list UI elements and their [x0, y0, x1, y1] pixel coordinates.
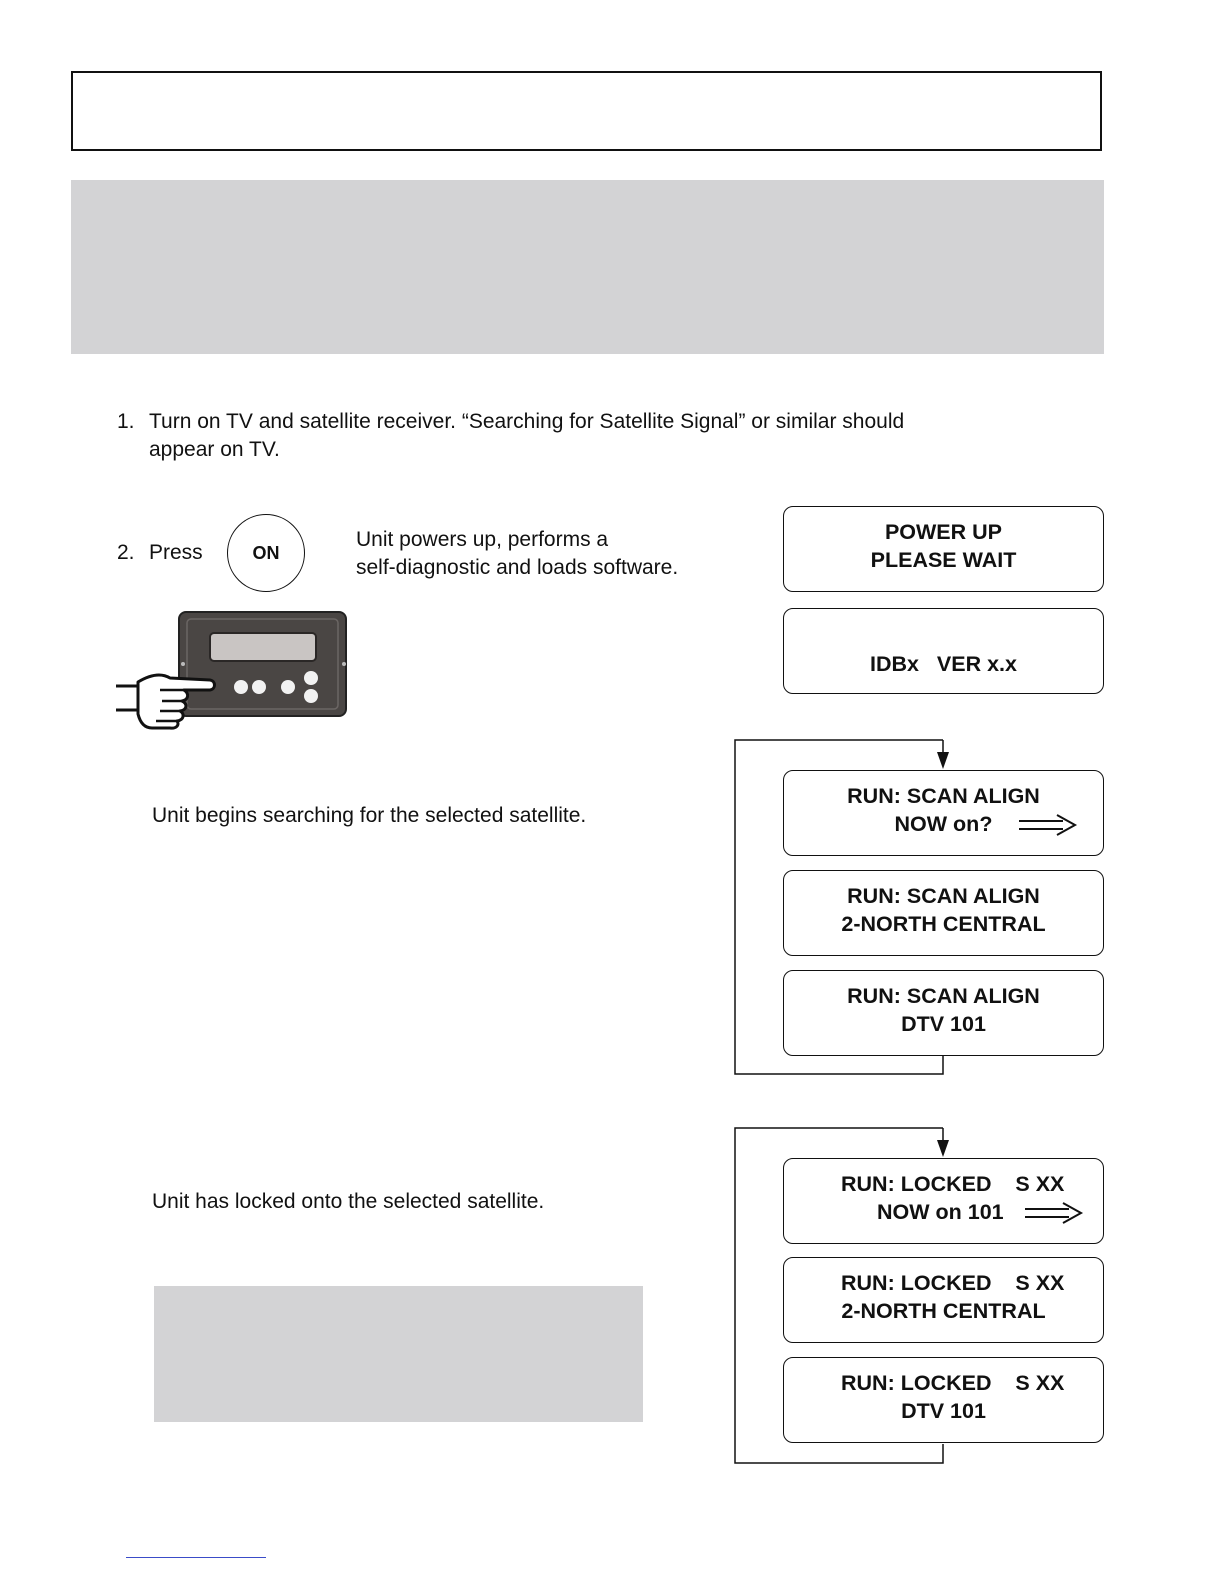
- step1-number: 1.: [117, 410, 135, 433]
- lcd-power-up: POWER UP PLEASE WAIT: [783, 506, 1104, 592]
- step2-press-label: Press: [149, 541, 203, 564]
- lcd-line2: PLEASE WAIT: [870, 548, 1017, 572]
- pointing-hand-icon: [116, 673, 216, 730]
- double-arrow-right-icon: [1019, 814, 1078, 836]
- lcd-scan-1: RUN: SCAN ALIGN NOW on?: [783, 770, 1104, 856]
- lcd-line2: 2-NORTH CENTRAL: [841, 1299, 1046, 1323]
- lcd-scan-2: RUN: SCAN ALIGN 2-NORTH CENTRAL: [783, 870, 1104, 956]
- lcd-line1: RUN: LOCKED S XX: [841, 1371, 1065, 1395]
- gray-note-box: [154, 1286, 643, 1422]
- lcd-version: IDBx VER x.x: [783, 608, 1104, 694]
- scan-loop-connector: [734, 739, 949, 1075]
- control-unit-icon: [178, 611, 347, 717]
- on-button[interactable]: ON: [227, 514, 305, 592]
- lcd-line1: RUN: LOCKED S XX: [841, 1172, 1065, 1196]
- step1-line1: Turn on TV and satellite receiver. “Sear…: [149, 410, 905, 433]
- lcd-scan-3: RUN: SCAN ALIGN DTV 101: [783, 970, 1104, 1056]
- lcd-line1: POWER UP: [884, 520, 1003, 544]
- locked-text: Unit has locked onto the selected satell…: [152, 1190, 545, 1213]
- lcd-line1: RUN: SCAN ALIGN: [847, 984, 1040, 1008]
- lcd-line1: RUN: SCAN ALIGN: [847, 884, 1040, 908]
- gray-banner: [71, 180, 1104, 354]
- lcd-line2: DTV 101: [901, 1012, 986, 1036]
- lcd-line2: DTV 101: [901, 1399, 986, 1423]
- lcd-line2: NOW on 101: [877, 1200, 1004, 1224]
- step2-desc-line1: Unit powers up, performs a: [356, 528, 609, 551]
- double-arrow-right-icon: [1025, 1202, 1084, 1224]
- lcd-line1: RUN: SCAN ALIGN: [847, 784, 1040, 808]
- title-box: [71, 71, 1102, 151]
- step1-line2: appear on TV.: [149, 438, 280, 461]
- lcd-locked-3: RUN: LOCKED S XX DTV 101: [783, 1357, 1104, 1443]
- footer-link-underline: [126, 1557, 266, 1558]
- lcd-locked-1: RUN: LOCKED S XX NOW on 101: [783, 1158, 1104, 1244]
- step2-desc-line2: self-diagnostic and loads software.: [356, 556, 679, 579]
- locked-loop-connector: [734, 1127, 949, 1464]
- lcd-locked-2: RUN: LOCKED S XX 2-NORTH CENTRAL: [783, 1257, 1104, 1343]
- lcd-line2: IDBx VER x.x: [870, 652, 1017, 676]
- lcd-line1: RUN: LOCKED S XX: [841, 1271, 1065, 1295]
- lcd-line2: NOW on?: [894, 812, 993, 836]
- lcd-line2: 2-NORTH CENTRAL: [841, 912, 1046, 936]
- step2-number: 2.: [117, 541, 135, 564]
- searching-text: Unit begins searching for the selected s…: [152, 804, 587, 827]
- on-button-label: ON: [252, 542, 280, 563]
